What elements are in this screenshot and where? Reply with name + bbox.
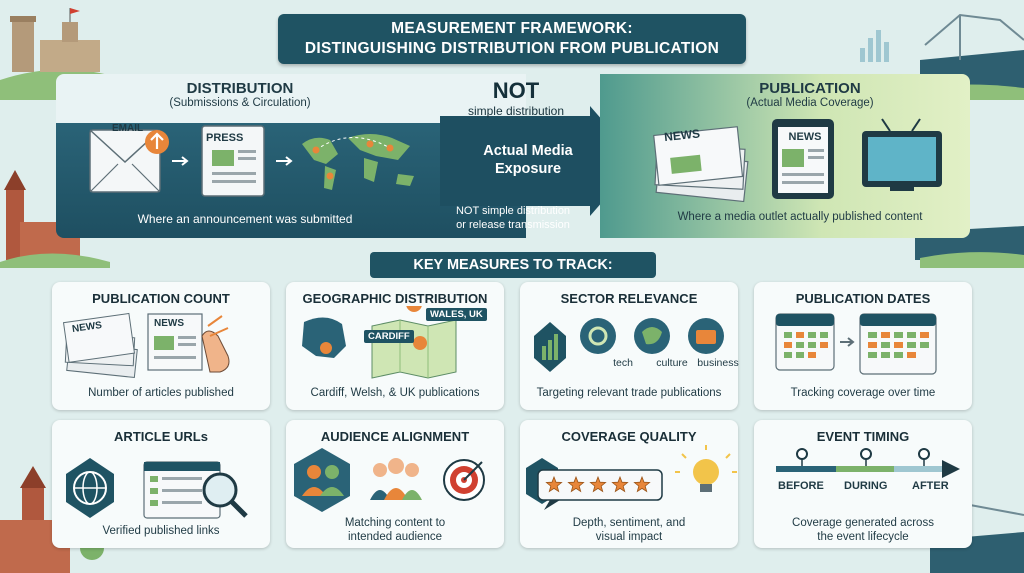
lightbulb-icon [675, 445, 737, 492]
title-banner: MEASUREMENT FRAMEWORK: DISTINGUISHING DI… [278, 14, 746, 64]
calendar-icon-2 [859, 313, 937, 375]
card-caption-line-2: the event lifecycle [817, 531, 909, 543]
card-caption-line-1: Depth, sentiment, and [572, 517, 686, 529]
globe-icon [66, 458, 114, 518]
not-label: NOT [492, 78, 540, 103]
card-caption: Targeting relevant trade publications [536, 387, 722, 399]
magnifier-icon [202, 472, 248, 518]
distribution-subheading: (Submissions & Circulation) [169, 97, 311, 109]
star-icon [545, 475, 563, 493]
star-icon [589, 475, 607, 493]
publication-caption: Where a media outlet actually published … [677, 211, 923, 223]
card-sector-relevance: SECTOR RELEVANCE tech culture business T… [520, 282, 739, 410]
star-icon [611, 475, 629, 493]
card-caption: Number of articles published [88, 387, 234, 399]
publication-heading: PUBLICATION [759, 80, 861, 97]
sector-culture-label: culture [656, 357, 688, 369]
star-icon [567, 475, 585, 493]
cardiff-label: CARDIFF [364, 330, 414, 343]
publication-media [653, 118, 942, 203]
star-rating [545, 475, 651, 493]
not-note-line-1: NOT simple distribution [455, 205, 571, 217]
card-event-timing: EVENT TIMING BEFORE DURING AFTER Coverag… [754, 420, 972, 548]
coverage-quality-graphic [526, 445, 737, 510]
audience-group-icon [294, 448, 350, 512]
timeline-after-label: AFTER [912, 480, 949, 492]
card-title: COVERAGE QUALITY [561, 429, 697, 444]
title-line-1: MEASUREMENT FRAMEWORK: [391, 20, 633, 37]
distribution-heading: DISTRIBUTION [186, 80, 294, 97]
distribution-caption: Where an announcement was submitted [137, 212, 353, 226]
timeline-during-label: DURING [844, 480, 888, 492]
browser-window-icon [143, 461, 221, 519]
email-label: EMAIL [112, 123, 144, 134]
calendar-graphic [775, 313, 937, 375]
world-map-icon [302, 134, 414, 190]
bar-chart-icon [860, 30, 889, 62]
card-audience-alignment: AUDIENCE ALIGNMENT Matching content to i… [286, 420, 504, 548]
card-title: ARTICLE URLs [114, 429, 208, 444]
card-caption-line-1: Coverage generated across [792, 517, 934, 529]
sector-tech-label: tech [613, 357, 633, 369]
card-title: PUBLICATION COUNT [92, 291, 230, 306]
card-title: EVENT TIMING [816, 429, 910, 444]
television-icon [862, 118, 942, 191]
people-icon [370, 458, 422, 500]
sector-icons-graphic [534, 318, 724, 372]
exposure-arrow [440, 106, 638, 216]
card-title: AUDIENCE ALIGNMENT [320, 429, 470, 444]
clock-tower-icon [0, 170, 110, 268]
press-label: PRESS [206, 132, 244, 144]
not-simple-distribution: simple distribution [467, 104, 565, 118]
not-note-line-2: or release transmission [456, 219, 570, 231]
card-geographic-distribution: GEOGRAPHIC DISTRIBUTION WALES, UK CARDIF… [286, 282, 504, 410]
card-caption: Cardiff, Welsh, & UK publications [310, 387, 480, 399]
email-icon [89, 129, 169, 193]
distribution-flow [89, 125, 414, 197]
timeline-before-label: BEFORE [778, 480, 824, 492]
sector-business-label: business [697, 357, 739, 369]
title-line-2: DISTINGUISHING DISTRIBUTION FROM PUBLICA… [304, 40, 720, 57]
card-publication-dates: PUBLICATION DATES Tracking coverage over… [754, 282, 972, 410]
tablet-news-icon [772, 119, 834, 199]
news-label-tablet: NEWS [788, 131, 822, 143]
timeline-pin-during [860, 448, 872, 466]
wales-uk-label: WALES, UK [426, 308, 487, 321]
publication-count-graphic [62, 312, 230, 379]
card-title: PUBLICATION DATES [795, 291, 931, 306]
news-label-b: NEWS [154, 318, 184, 329]
timeline-pin-before [796, 448, 808, 466]
card-caption-line-2: visual impact [595, 531, 663, 543]
article-urls-graphic [66, 458, 248, 519]
card-title: SECTOR RELEVANCE [560, 291, 698, 306]
card-title: GEOGRAPHIC DISTRIBUTION [302, 291, 488, 306]
calendar-icon [775, 313, 835, 371]
press-release-icon [201, 125, 265, 197]
event-timeline-graphic [776, 448, 960, 478]
card-caption: Tracking coverage over time [790, 387, 936, 399]
exposure-line-1: Actual Media [483, 143, 573, 159]
star-icon [633, 475, 651, 493]
card-article-urls: ARTICLE URLs Verified published links [52, 420, 270, 548]
target-icon [443, 459, 485, 501]
audience-graphic [294, 448, 485, 512]
exposure-line-2: Exposure [494, 161, 562, 177]
card-publication-count: PUBLICATION COUNT NEWS NEWS Number of ar… [52, 282, 270, 410]
card-coverage-quality: COVERAGE QUALITY Depth, sentiment, and v… [520, 420, 738, 548]
card-caption-line-1: Matching content to [344, 517, 446, 529]
publication-subheading: (Actual Media Coverage) [746, 97, 874, 109]
key-measures-banner: KEY MEASURES TO TRACK: [370, 252, 656, 278]
newspaper-stack-icon [653, 126, 749, 203]
card-caption: Verified published links [102, 525, 220, 537]
timeline-pin-after [918, 448, 930, 466]
card-caption-line-2: intended audience [348, 531, 442, 543]
